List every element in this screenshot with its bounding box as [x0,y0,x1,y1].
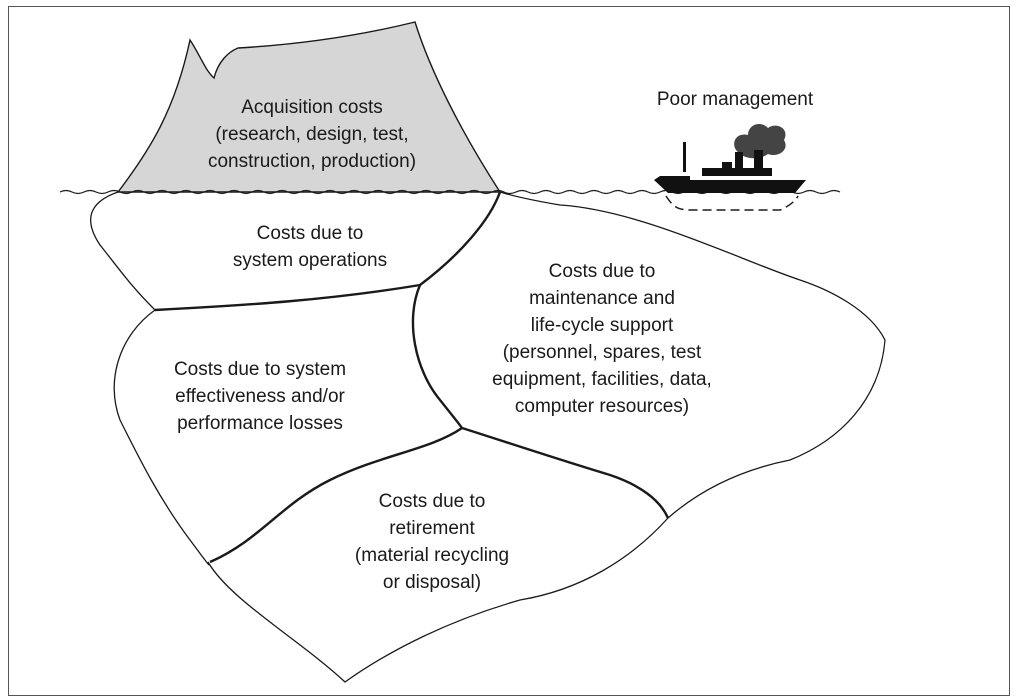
label-system-effectiveness: Costs due to system effectiveness and/or… [173,359,347,434]
label-poor-management: Poor management [656,89,814,110]
label-acquisition-costs: Acquisition costs (research, design, tes… [207,97,417,172]
label-retirement: Costs due to retirement (material recycl… [354,491,510,593]
ship-hull-underwater [665,195,799,211]
ship-icon [654,124,806,211]
divider-operations [154,191,502,312]
label-system-operations: Costs due to system operations [232,223,388,271]
iceberg-tip [116,21,502,193]
smoke-icon [734,124,786,159]
divider-maintenance [411,284,670,519]
divider-retirement [209,427,463,564]
iceberg-submerged-outline [90,191,886,683]
label-maintenance-support: Costs due to maintenance and life-cycle … [492,261,712,417]
